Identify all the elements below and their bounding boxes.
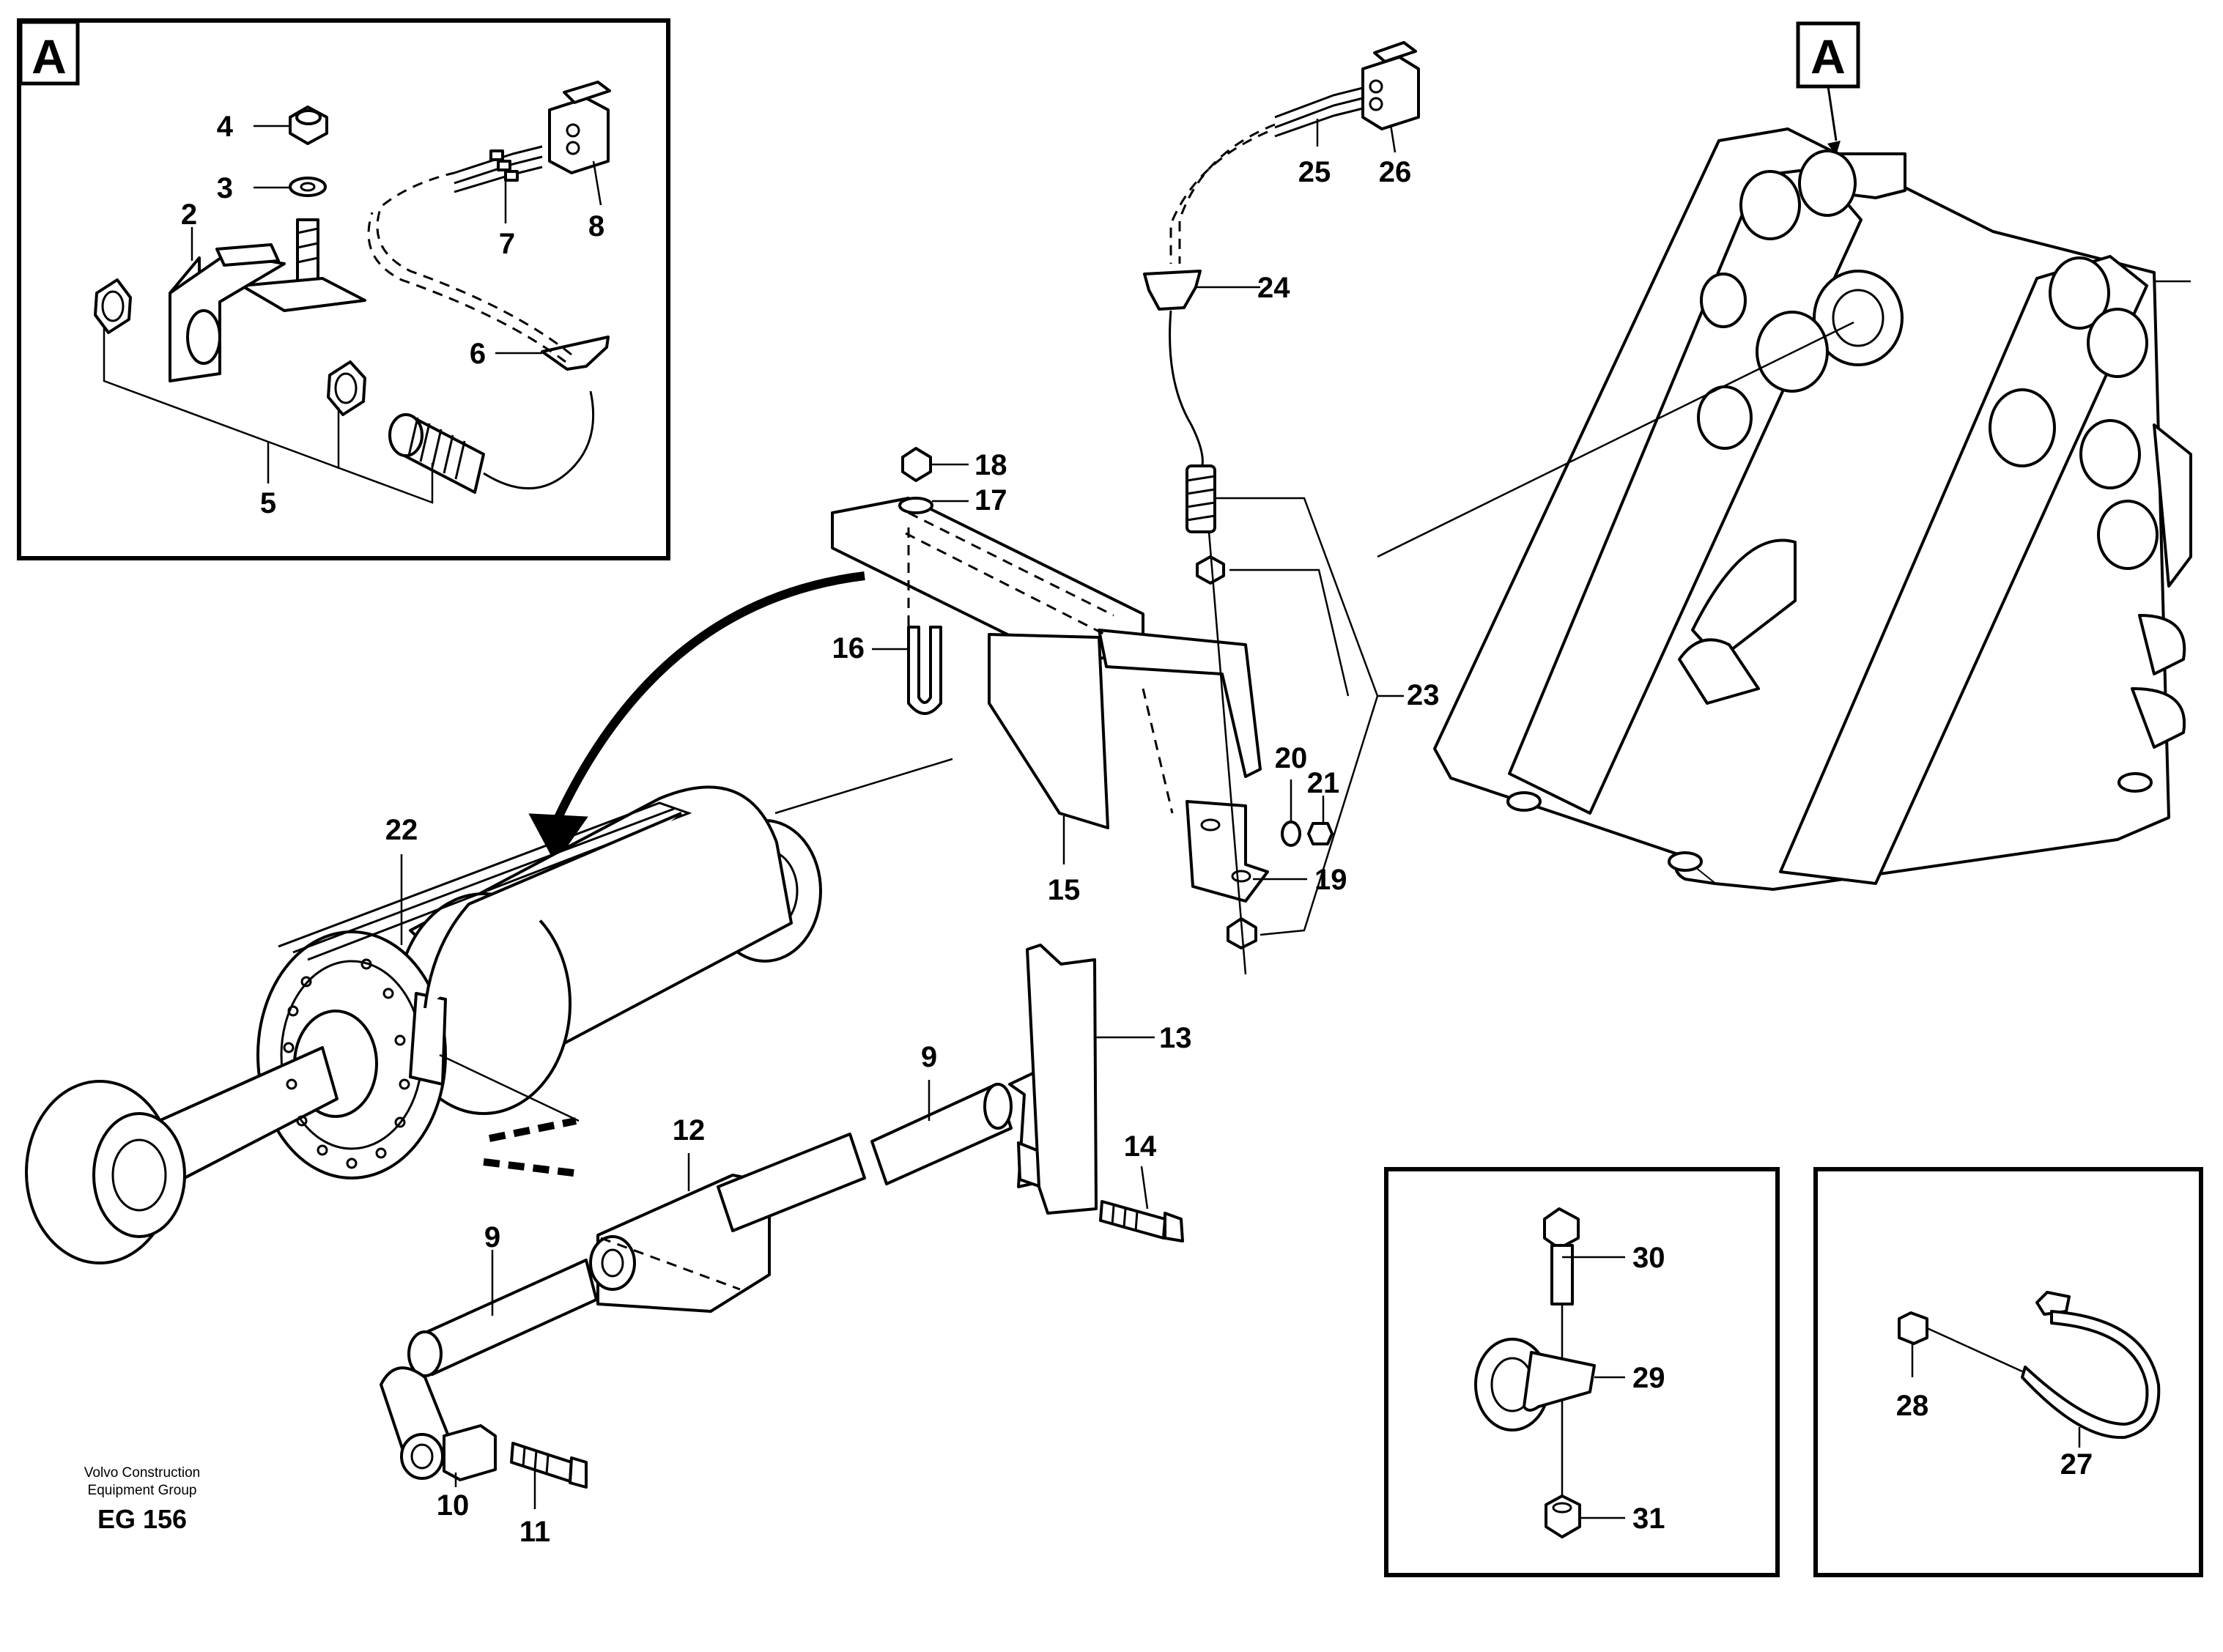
callout-16: 16	[832, 632, 865, 664]
callout-31: 31	[1632, 1503, 1665, 1535]
linkage-rod-9	[870, 1083, 1013, 1185]
callout-4: 4	[217, 111, 234, 143]
harness-connector	[1361, 56, 1420, 130]
detail-a-letter: A	[32, 29, 67, 84]
callout-11: 11	[519, 1516, 550, 1548]
bracket-part	[169, 243, 286, 382]
callout-26: 26	[1379, 156, 1412, 188]
callout-9b: 9	[484, 1221, 500, 1253]
bracket-washer	[898, 497, 933, 514]
detail-cable-tie-panel	[1813, 1167, 2203, 1577]
callout-19: 19	[1314, 864, 1347, 896]
bolt-shank-30	[1550, 1244, 1574, 1305]
callout-17: 17	[974, 484, 1007, 516]
lock-nut-left	[94, 278, 132, 334]
callout-20: 20	[1275, 742, 1308, 774]
callout-2: 2	[181, 199, 197, 231]
callout-23: 23	[1407, 679, 1440, 711]
bolt-head-30	[1543, 1207, 1580, 1250]
callout-10: 10	[437, 1489, 470, 1522]
connector-housing	[548, 81, 611, 174]
callout-7: 7	[499, 228, 515, 260]
nut-part	[289, 105, 328, 145]
callout-27: 27	[2060, 1448, 2093, 1481]
u-bolt-part	[907, 626, 942, 715]
callout-12: 12	[673, 1114, 706, 1147]
callout-22: 22	[385, 814, 418, 846]
callout-9a: 9	[921, 1041, 937, 1073]
detail-cable-tie-frame	[1813, 1167, 2203, 1577]
callout-3: 3	[217, 172, 233, 204]
detail-clamp-frame	[1384, 1167, 1780, 1577]
sensor-part	[388, 390, 595, 494]
credit-line-2: Equipment Group	[88, 1483, 197, 1498]
detail-a-panel: A	[17, 18, 670, 560]
frame-detail-letter: A	[1810, 29, 1846, 84]
callout-24: 24	[1257, 272, 1290, 304]
linkage-parts	[380, 944, 1184, 1489]
callout-13: 13	[1159, 1022, 1192, 1054]
cap-screw-14	[1099, 1200, 1166, 1240]
credit-line-1: Volvo Construction	[84, 1465, 200, 1481]
stud-bolt-part	[240, 218, 366, 312]
wire-terminals	[454, 145, 543, 193]
detail-a-tab	[18, 20, 80, 86]
nut-31	[1545, 1494, 1581, 1538]
bracket-side-plate	[988, 633, 1109, 829]
mounting-plate	[1186, 800, 1269, 903]
callout-6: 6	[470, 338, 486, 370]
sensor-cable	[367, 171, 610, 371]
grommet-part	[1143, 270, 1202, 311]
publisher-credit: Volvo Construction Equipment Group EG 15…	[84, 1465, 200, 1534]
washer-20	[1281, 821, 1301, 847]
callout-15: 15	[1048, 874, 1081, 906]
lock-nut-right	[327, 360, 366, 416]
sensor-bracket-assembly	[528, 447, 1334, 975]
linkage-rod-9b	[419, 1259, 598, 1376]
callout-30: 30	[1632, 1242, 1665, 1274]
loader-frame: A	[1377, 21, 2192, 891]
sensor-block	[409, 992, 447, 1086]
support-bar-13	[1026, 944, 1098, 1215]
callout-14: 14	[1124, 1130, 1157, 1163]
nut-21	[1307, 822, 1334, 845]
bushing-10	[443, 1424, 497, 1481]
callout-25: 25	[1298, 156, 1331, 188]
cable-tie-head-28	[1898, 1311, 1928, 1345]
callout-8: 8	[588, 210, 604, 242]
figure-code: EG 156	[97, 1504, 187, 1534]
harness-connector-group	[1143, 41, 1420, 533]
callout-18: 18	[974, 449, 1007, 481]
washer-part	[289, 177, 327, 197]
callout-28: 28	[1896, 1390, 1929, 1422]
bracket-nut	[901, 447, 932, 482]
detail-clamp-panel	[1384, 1167, 1780, 1577]
callout-5: 5	[260, 487, 276, 519]
detail-a-frame	[17, 18, 670, 560]
clamp-29	[1523, 1351, 1596, 1412]
leader-lines	[400, 119, 2081, 1519]
bolt-11	[510, 1442, 573, 1483]
callout-21: 21	[1307, 767, 1340, 799]
callout-labels: 4 3 2 7 8 6 5 25 26 24 18 17 16 23 20 21…	[181, 111, 2093, 1548]
callout-29: 29	[1632, 1362, 1665, 1394]
cable-tie-27	[2021, 1310, 2161, 1440]
lift-cylinder	[25, 758, 953, 1264]
